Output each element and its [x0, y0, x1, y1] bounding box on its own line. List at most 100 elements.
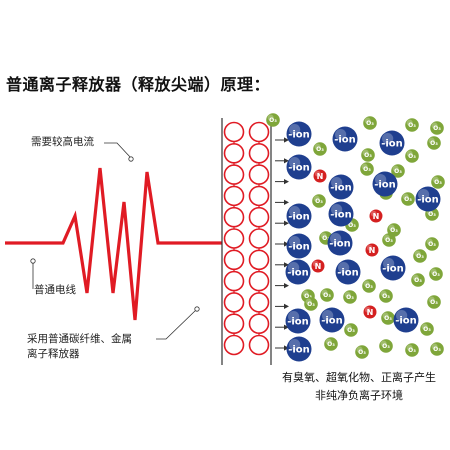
leader-dot-emitter — [194, 306, 200, 312]
nitrogen-particle-body — [311, 259, 325, 273]
ozone-molecule: O₃ — [360, 162, 374, 176]
negative-ion: -ion — [332, 126, 358, 152]
ozone-molecule-label: O₃ — [408, 153, 416, 160]
negative-ion-body — [285, 308, 311, 334]
negative-ion-body — [285, 259, 311, 285]
ozone-molecule-label: O₃ — [304, 293, 312, 300]
ozone-molecule-label: O₃ — [364, 152, 372, 159]
ozone-molecule-label: O₃ — [348, 222, 356, 229]
ozone-molecule: O₃ — [355, 345, 369, 359]
ozone-molecule-label: O₃ — [394, 168, 402, 175]
ozone-molecule-label: O₃ — [433, 125, 441, 132]
negative-ion-body — [372, 171, 398, 197]
ozone-molecule: O₃ — [381, 311, 395, 325]
negative-ion: -ion — [372, 171, 398, 197]
negative-ion: -ion — [379, 130, 405, 156]
nitrogen-particle-highlight — [370, 210, 377, 217]
ozone-molecule-highlight — [345, 324, 352, 331]
ozone-molecule-highlight — [402, 193, 409, 200]
ozone-molecule-highlight — [313, 195, 320, 202]
negative-ion-body — [380, 255, 406, 281]
emitter-label-line2: 离子释放器 — [27, 348, 80, 360]
ozone-molecule-body — [430, 342, 444, 356]
high-voltage-waveform — [5, 167, 222, 321]
ozone-molecule-body — [344, 323, 358, 337]
ozone-molecule-body — [413, 249, 427, 263]
ozone-molecule-body — [379, 289, 393, 303]
result-caption-line1: 有臭氧、超氧化物、正离子产生 — [282, 371, 436, 384]
negative-ion: -ion — [328, 201, 354, 227]
negative-ion-highlight — [288, 262, 300, 274]
ozone-molecule: O₃ — [429, 267, 443, 281]
emitter-circle — [248, 270, 270, 292]
ozone-molecule: O₃ — [382, 233, 396, 247]
ozone-molecule-label: O₃ — [358, 349, 366, 356]
ozone-molecule-highlight — [406, 150, 413, 157]
ozone-molecule-label: O₃ — [307, 301, 315, 308]
ozone-molecule-body — [427, 295, 441, 309]
ozone-molecule-body — [379, 339, 393, 353]
emission-arrowhead — [284, 220, 289, 226]
negative-ion-highlight — [288, 311, 300, 323]
ozone-molecule: O₃ — [313, 142, 327, 156]
ozone-molecule-highlight — [431, 343, 438, 350]
ozone-molecule-highlight — [380, 340, 387, 347]
ozone-molecule-highlight — [267, 114, 274, 121]
emitter-circle — [248, 164, 270, 185]
emission-arrowhead — [284, 324, 289, 330]
negative-ion-highlight — [418, 189, 430, 201]
ozone-molecule-label: O₃ — [365, 283, 373, 290]
ozone-molecule: O₃ — [379, 339, 393, 353]
ozone-molecule-label: O₃ — [385, 237, 393, 244]
ozone-molecule-highlight — [361, 163, 368, 170]
ozone-molecule: O₃ — [430, 342, 444, 356]
nitrogen-particle: N — [365, 243, 379, 257]
ozone-molecule: O₃ — [304, 297, 318, 311]
ozone-molecule-body — [401, 192, 415, 206]
negative-ion-body — [379, 130, 405, 156]
ozone-molecule: O₃ — [344, 323, 358, 337]
negative-ion-label: -ion — [287, 317, 309, 328]
ozone-molecule-highlight — [320, 232, 327, 239]
ozone-molecule-highlight — [406, 344, 413, 351]
negative-ion-body — [319, 307, 345, 333]
nitrogen-particle-body — [369, 209, 383, 223]
negative-ion: -ion — [286, 336, 312, 362]
ozone-molecule-body — [405, 343, 419, 357]
negative-ion-highlight — [396, 310, 408, 322]
nitrogen-particle: N — [313, 169, 327, 183]
emitter-circle — [248, 206, 270, 228]
ozone-molecule-highlight — [432, 176, 439, 183]
ozone-molecule-body — [361, 148, 375, 162]
ozone-molecule-body — [312, 194, 326, 208]
ozone-molecule-body — [427, 136, 441, 150]
ozone-molecule-highlight — [412, 274, 419, 281]
negative-ion-highlight — [331, 204, 343, 216]
ozone-molecule-highlight — [314, 143, 321, 150]
ozone-molecule-body — [304, 297, 318, 311]
negative-ion-highlight — [382, 133, 394, 145]
ozone-molecule-label: O₃ — [434, 179, 442, 186]
ozone-molecule: O₃ — [312, 194, 326, 208]
ozone-molecule-highlight — [430, 268, 437, 275]
ozone-molecule-highlight — [362, 149, 369, 156]
nitrogen-particle-label: N — [315, 262, 322, 271]
emitter-circle — [248, 121, 270, 143]
emission-arrowhead — [284, 283, 289, 289]
ozone-molecule: O₃ — [427, 295, 441, 309]
nitrogen-particle-highlight — [314, 170, 321, 177]
emitter-circle — [223, 228, 245, 249]
negative-ion-highlight — [289, 339, 301, 351]
ozone-molecule-highlight — [428, 137, 435, 144]
emitter-circle — [248, 143, 270, 164]
ozone-molecule-highlight — [363, 280, 370, 287]
negative-ion-label: -ion — [330, 183, 352, 194]
ozone-molecule-label: O₃ — [363, 166, 371, 173]
ozone-molecule-label: O₃ — [428, 211, 436, 218]
emitter-circle — [223, 143, 245, 164]
ozone-molecule-label: O₃ — [430, 140, 438, 147]
negative-ion-body — [286, 203, 312, 229]
negative-ion-label: -ion — [395, 316, 417, 327]
ozone-molecule-body — [266, 113, 280, 127]
negative-ion-highlight — [289, 206, 301, 218]
